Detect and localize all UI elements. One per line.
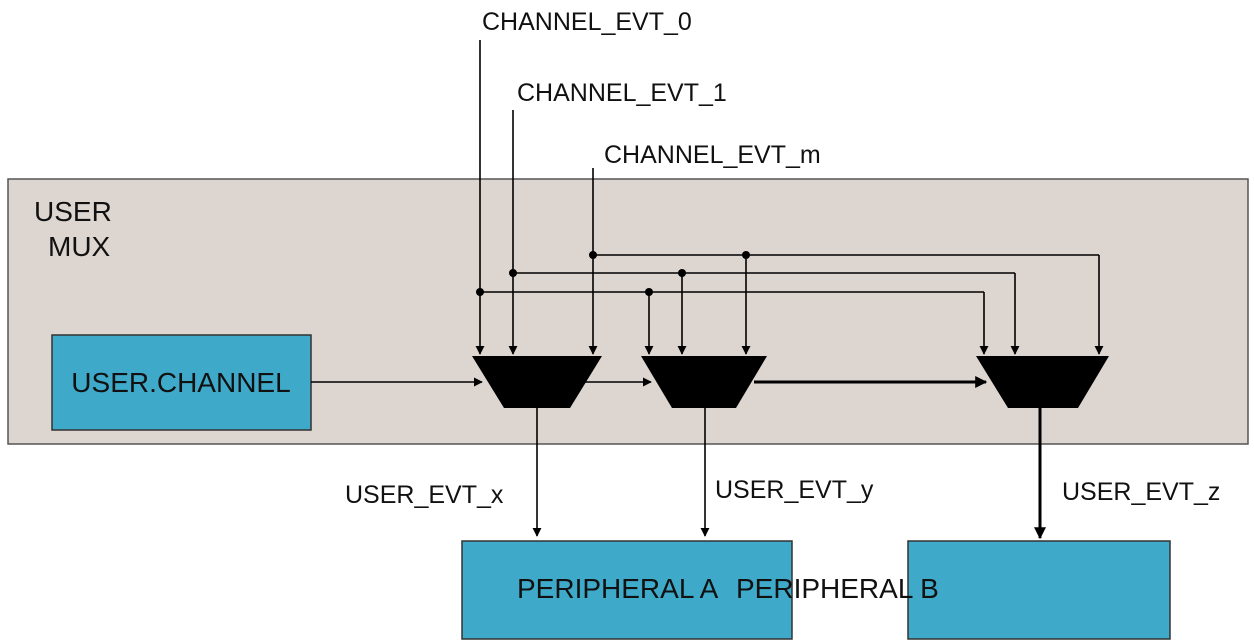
- user-channel-label: USER.CHANNEL: [71, 367, 290, 398]
- user-evt-x-label: USER_EVT_x: [345, 481, 504, 509]
- channel-evt-0-label: CHANNEL_EVT_0: [482, 8, 692, 36]
- peripheral-b-label: PERIPHERAL B: [736, 573, 939, 604]
- junction-dot: [509, 269, 517, 277]
- multiplexer-1: [472, 356, 602, 408]
- channel-evt-1-label: CHANNEL_EVT_1: [517, 79, 727, 107]
- multiplexer-2: [641, 356, 767, 408]
- peripheral-a-block: [461, 540, 793, 640]
- junction-dot: [476, 288, 484, 296]
- multiplexer-3: [976, 356, 1109, 408]
- channel-evt-m-label: CHANNEL_EVT_m: [604, 141, 821, 169]
- user-channel-block: [51, 334, 312, 431]
- peripheral-b-block: [907, 540, 1171, 640]
- junction-dot: [589, 251, 597, 259]
- user-evt-z-label: USER_EVT_z: [1062, 478, 1220, 506]
- user-mux-title-line1: USER: [34, 196, 112, 227]
- user-mux-title-line2: MUX: [48, 231, 111, 262]
- user-evt-y-label: USER_EVT_y: [715, 476, 874, 504]
- peripheral-a-label: PERIPHERAL A: [517, 573, 719, 604]
